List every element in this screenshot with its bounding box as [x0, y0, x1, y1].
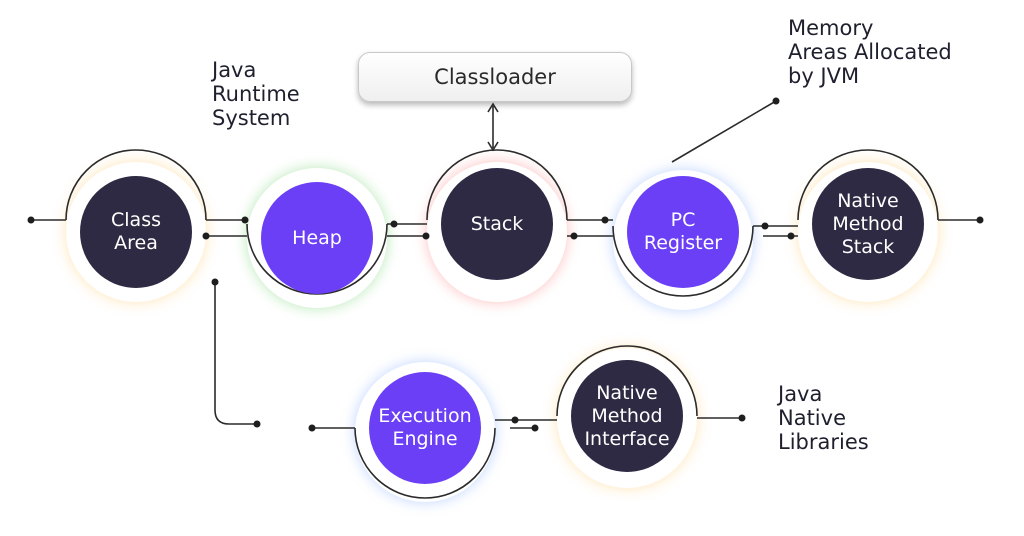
execution-engine-node: Execution Engine — [369, 372, 481, 484]
java-runtime-system-label: Java Runtime System — [212, 58, 300, 130]
native-method-stack-node: Native Method Stack — [812, 168, 924, 280]
native-method-stack-label: Native Method Stack — [832, 189, 904, 258]
connector-lines — [31, 100, 980, 499]
stack-label: Stack — [470, 212, 524, 235]
heap-node: Heap — [261, 182, 373, 294]
native-method-interface-label: Native Method Interface — [584, 381, 670, 450]
classloader-box: Classloader — [358, 52, 632, 102]
connector-dots — [27, 97, 984, 432]
heap-label: Heap — [292, 226, 342, 249]
execution-engine-label: Execution Engine — [378, 405, 472, 450]
java-native-libraries-label: Java Native Libraries — [778, 382, 869, 454]
class-area-node: Class Area — [80, 176, 192, 288]
pc-register-label: PC Register — [643, 209, 723, 254]
native-method-interface-node: Native Method Interface — [571, 360, 683, 472]
pc-register-node: PC Register — [627, 176, 739, 288]
memory-areas-label: Memory Areas Allocated by JVM — [788, 16, 952, 88]
stack-node: Stack — [441, 168, 553, 280]
class-area-label: Class Area — [111, 209, 161, 254]
